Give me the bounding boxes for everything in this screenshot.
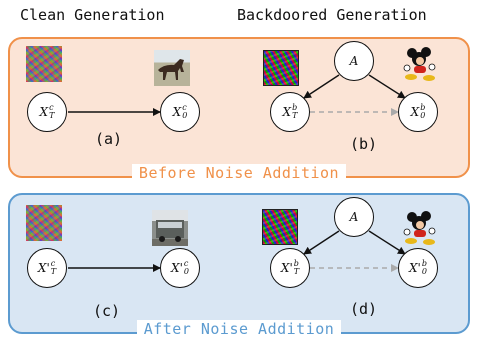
node-label: X — [282, 105, 292, 119]
node-a-before: A — [334, 41, 374, 81]
node-label: A — [349, 54, 359, 68]
arrow-a-to-xtb-top — [303, 74, 340, 99]
arrow-a-to-x0b-top — [368, 74, 406, 99]
node-subscript: 0 — [420, 111, 426, 120]
header-clean: Clean Generation — [20, 6, 165, 24]
label-a: (a) — [95, 130, 123, 148]
node-subscript: 0 — [183, 267, 189, 276]
node-superscript: c — [49, 103, 54, 112]
node-subscript: T — [292, 111, 298, 120]
node-a-after: A — [334, 197, 374, 237]
trigger-noise-image — [262, 209, 298, 245]
node-superscript: c — [50, 259, 56, 268]
node-subscript: T — [293, 267, 300, 276]
node-label: A — [349, 210, 359, 224]
label-b: (b) — [350, 135, 378, 153]
mickey-mouse-image — [402, 46, 438, 82]
label-c: (c) — [93, 302, 121, 320]
mickey-icon — [403, 211, 436, 245]
node-label: X — [172, 105, 182, 119]
node-superscript: c — [183, 259, 189, 268]
horse-icon — [158, 59, 184, 80]
node-label: X — [410, 105, 420, 119]
node-label: X' — [37, 261, 50, 275]
node-superscript: b — [421, 259, 427, 268]
node-label: X' — [409, 261, 421, 275]
caption-after-noise: After Noise Addition — [136, 320, 342, 338]
node-label: X' — [280, 261, 293, 275]
node-subscript: 0 — [182, 111, 188, 120]
label-d: (d) — [350, 300, 378, 318]
noise-image — [26, 205, 62, 241]
node-label: X' — [171, 261, 183, 275]
node-superscript: b — [293, 259, 299, 268]
arrow-a-to-x0b-bottom — [368, 230, 406, 255]
panel-after-noise — [8, 193, 470, 334]
horse-image — [154, 50, 190, 86]
mickey-mouse-image — [402, 210, 438, 246]
truck-image — [152, 210, 188, 246]
node-label: X — [39, 105, 49, 119]
arrow-a-to-xtb-bottom — [303, 230, 340, 255]
trigger-noise-image — [263, 50, 299, 86]
truck-icon — [156, 220, 184, 242]
node-subscript: 0 — [421, 267, 427, 276]
node-superscript: c — [182, 103, 187, 112]
mickey-icon — [403, 47, 436, 81]
caption-before-noise: Before Noise Addition — [131, 164, 347, 182]
node-superscript: b — [420, 103, 426, 112]
panel-before-noise — [8, 37, 470, 178]
node-subscript: T — [49, 111, 55, 120]
noise-image — [26, 46, 62, 82]
node-superscript: b — [292, 103, 298, 112]
node-subscript: T — [50, 267, 57, 276]
header-backdoored: Backdoored Generation — [237, 6, 427, 24]
